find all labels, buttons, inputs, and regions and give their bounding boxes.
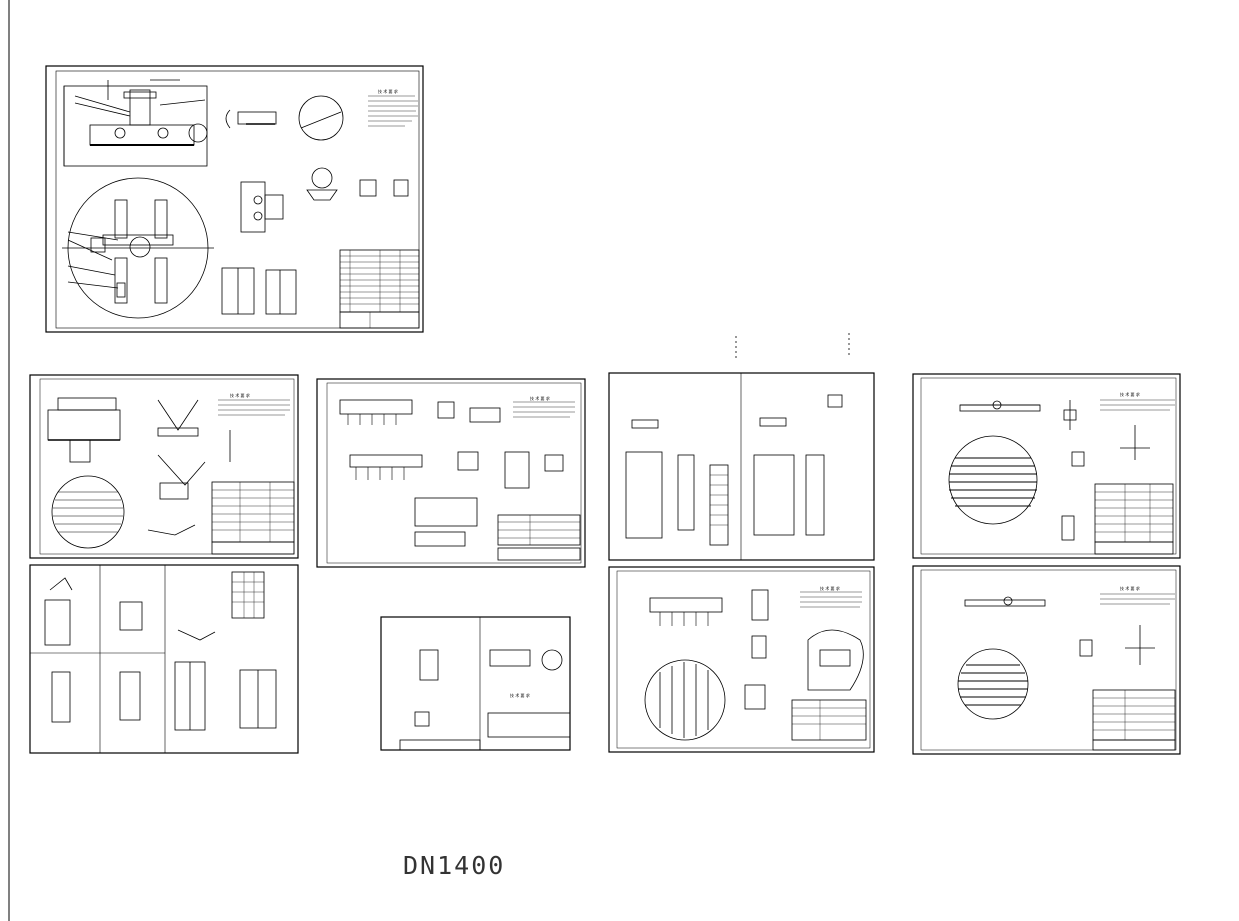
sheet-distributor-a[interactable] xyxy=(29,374,299,559)
sheet-support-grid-a[interactable] xyxy=(912,373,1181,559)
notes-heading-7: 技 术 要 求 xyxy=(510,692,530,698)
sheet-pipe-distributor[interactable] xyxy=(316,378,586,568)
sheet-distributor-details[interactable] xyxy=(29,564,299,754)
drawing-caption: DN1400 xyxy=(403,851,506,880)
notes-heading-6: 技 术 要 求 xyxy=(1120,585,1140,591)
notes-heading-4: 技 术 要 求 xyxy=(1120,391,1140,397)
sheet-main-assembly[interactable] xyxy=(45,65,424,333)
sheet-nozzle-detail[interactable] xyxy=(380,616,571,751)
sheet-support-beams[interactable] xyxy=(608,333,875,561)
notes-heading-3: 技 术 要 求 xyxy=(530,395,550,401)
notes-heading-5: 技 术 要 求 xyxy=(820,585,840,591)
notes-heading-2: 技 术 要 求 xyxy=(230,392,250,398)
notes-heading-1: 技 术 要 求 xyxy=(378,88,398,94)
sheet-support-grid-b[interactable] xyxy=(912,565,1181,755)
sheet-redistributor[interactable] xyxy=(608,566,875,753)
